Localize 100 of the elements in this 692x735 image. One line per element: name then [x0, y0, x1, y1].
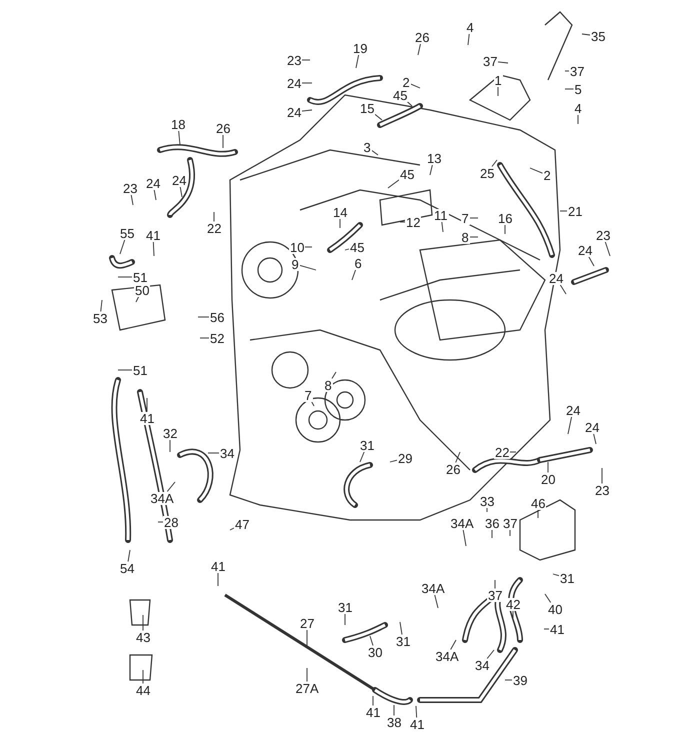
callout-number: 10 — [289, 240, 306, 254]
callout-number: 32 — [162, 426, 178, 440]
callout-number: 23 — [594, 484, 610, 496]
callout-number: 13 — [426, 152, 442, 164]
leader-line — [462, 529, 466, 546]
callout-number: 24 — [145, 176, 162, 190]
callout-number: 31 — [559, 572, 576, 584]
leader-line — [100, 300, 102, 312]
callout-number: 45 — [349, 240, 366, 254]
leader-line — [512, 610, 514, 618]
callout-number: 36 — [484, 516, 500, 530]
callout-number: 35 — [590, 30, 606, 42]
callout-number: 5 — [574, 82, 583, 96]
callout-number: 24 — [548, 272, 564, 284]
callout-number: 8 — [324, 378, 333, 392]
leader-line — [154, 189, 156, 200]
leader-line — [530, 168, 543, 174]
callout-number: 6 — [354, 256, 363, 270]
callout-number: 34A — [434, 650, 460, 662]
callout-number: 41 — [139, 412, 156, 424]
leader-line — [498, 61, 508, 64]
callout-number: 39 — [512, 674, 528, 686]
leader-line — [400, 622, 402, 635]
callout-number: 26 — [445, 462, 462, 476]
callout-number: 55 — [119, 226, 136, 240]
callout-number: 28 — [163, 516, 180, 528]
callout-number: 15 — [359, 102, 376, 114]
callout-number: 7 — [304, 388, 313, 402]
callout-number: 30 — [367, 646, 384, 658]
leader-line — [370, 636, 374, 646]
leader-line — [344, 248, 350, 250]
callout-number: 40 — [547, 602, 564, 616]
callout-number: 3 — [362, 140, 372, 154]
leader-line — [374, 114, 382, 120]
leader-line — [304, 246, 312, 248]
callout-number: 34A — [420, 582, 446, 594]
callout-number: 56 — [209, 310, 226, 324]
leader-line — [302, 82, 312, 84]
leader-line — [371, 150, 378, 156]
callout-number: 19 — [352, 42, 368, 54]
callout-number: 31 — [359, 438, 376, 452]
callout-number: 7 — [460, 212, 470, 224]
leader-line — [418, 43, 421, 56]
callout-number: 24 — [286, 76, 302, 90]
callout-number: 37 — [502, 516, 518, 530]
leader-line — [410, 83, 420, 88]
leader-line — [560, 284, 566, 294]
leader-line — [142, 670, 144, 684]
callout-number: 51 — [132, 270, 148, 284]
leader-line — [486, 507, 488, 512]
callout-number: 24 — [565, 404, 582, 416]
leader-line — [504, 224, 506, 234]
leader-line — [494, 580, 496, 589]
callout-number: 12 — [405, 216, 422, 228]
callout-number: 24 — [577, 244, 594, 256]
leader-line — [222, 134, 224, 148]
leader-line — [582, 34, 590, 36]
callout-number: 2 — [542, 168, 552, 182]
leader-line — [120, 239, 126, 254]
callout-number: 22 — [206, 222, 222, 234]
callout-number: 8 — [460, 230, 470, 244]
leader-line — [544, 594, 552, 603]
callout-number: 11 — [433, 208, 448, 222]
callout-number: 34A — [150, 492, 175, 504]
leader-line — [486, 650, 494, 659]
leader-line — [560, 210, 568, 212]
leader-line — [136, 296, 140, 302]
callout-number: 43 — [135, 630, 152, 644]
callout-number: 1 — [494, 74, 503, 86]
callout-number: 41 — [210, 560, 226, 572]
callout-number: 53 — [92, 312, 108, 324]
callout-number: 42 — [505, 598, 522, 610]
leader-line — [152, 241, 154, 256]
leader-line — [178, 130, 180, 146]
leader-line — [593, 433, 596, 444]
callout-number: 41 — [365, 706, 382, 718]
callout-number: 21 — [567, 204, 584, 218]
callout-number: 34 — [219, 446, 236, 460]
leader-line — [441, 221, 444, 232]
callout-number: 41 — [549, 622, 566, 636]
leader-line — [118, 276, 132, 278]
callout-number: 27 — [299, 616, 316, 630]
callout-number: 2 — [402, 76, 411, 88]
leader-line — [416, 706, 418, 718]
leader-line — [360, 451, 365, 462]
leader-line — [450, 640, 456, 650]
callout-number: 33 — [479, 494, 496, 508]
leader-line — [332, 372, 336, 379]
leader-line — [552, 574, 560, 576]
callout-number: 34 — [474, 658, 490, 672]
callout-number: 37 — [487, 588, 504, 602]
callout-number: 26 — [215, 122, 232, 134]
leader-line — [302, 110, 312, 112]
leader-line — [372, 696, 374, 706]
leader-line — [306, 668, 308, 682]
callout-number: 23 — [595, 228, 612, 242]
callout-number: 46 — [530, 496, 546, 510]
callout-number: 18 — [170, 118, 186, 130]
callout-number: 34A — [450, 516, 475, 530]
leader-line — [564, 70, 570, 72]
